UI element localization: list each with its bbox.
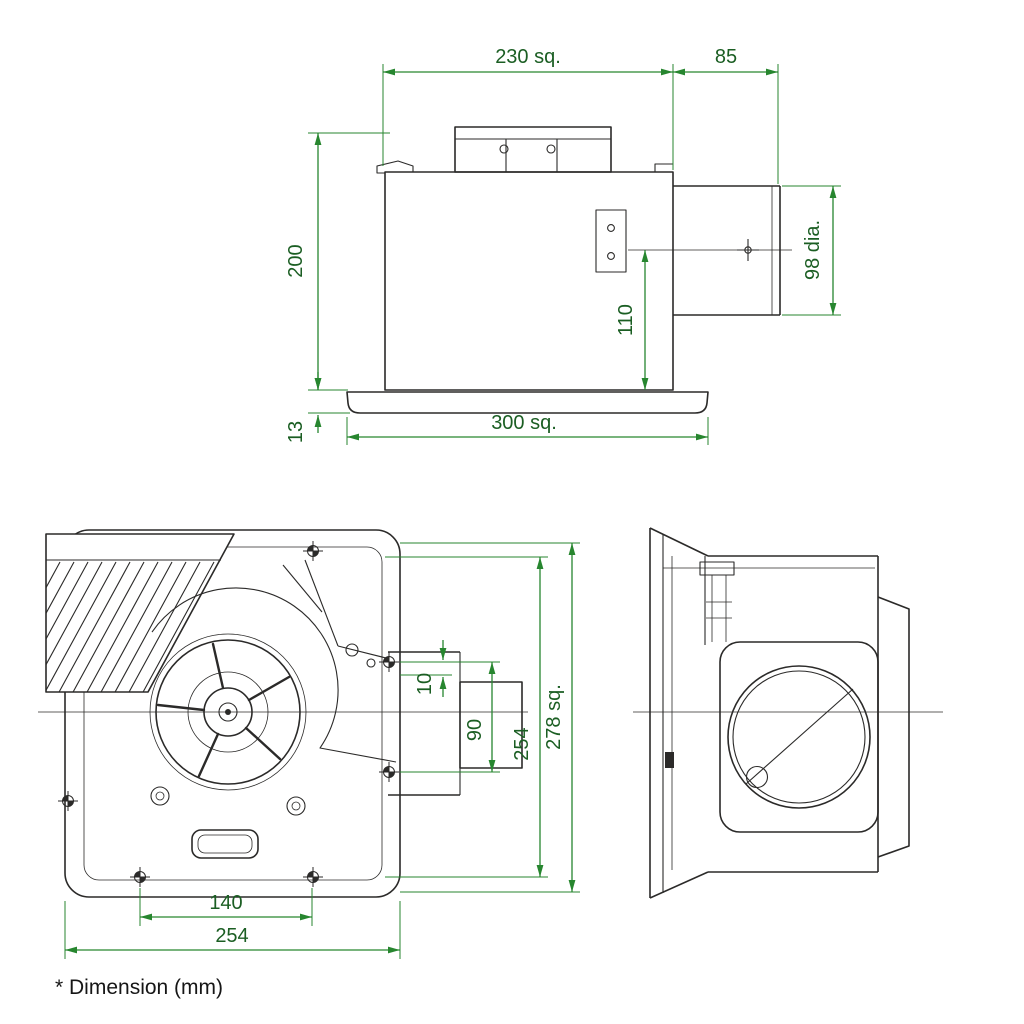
damper-blade <box>745 688 854 785</box>
mount-bracket-left <box>376 160 414 174</box>
mount-tab-right <box>654 163 673 172</box>
fan-housing-body <box>384 171 674 391</box>
damper-pivot <box>745 765 769 789</box>
position-mark-icon <box>129 866 151 888</box>
screw-icon <box>366 658 376 668</box>
dim-duct-diameter-label: 98 dia. <box>802 220 824 280</box>
plan-body-outline <box>64 529 401 898</box>
dim-overall-square-label: 278 sq. <box>543 684 565 750</box>
dim-body-width-label: 254 <box>215 925 248 947</box>
screw-boss <box>286 796 306 816</box>
latch-detail <box>665 752 674 768</box>
position-mark-icon <box>302 540 324 562</box>
duct-opening <box>719 641 879 833</box>
dim-body-depth-label: 254 <box>511 727 533 760</box>
screw-boss <box>150 786 170 806</box>
dimension-unit-note: * Dimension (mm) <box>55 976 224 999</box>
dim-height-label: 200 <box>285 244 307 277</box>
dim-top-width-label: 230 sq. <box>495 46 561 68</box>
junction-box <box>454 126 612 173</box>
duct-adapter <box>388 651 523 796</box>
side-view-dimensions: 230 sq. 85 200 13 300 sq. 110 98 dia. <box>285 46 841 445</box>
dim-duct-hole-pitch-label: 90 <box>464 719 486 741</box>
plan-view <box>38 529 528 898</box>
screw-icon <box>499 144 509 154</box>
plan-body-inner <box>83 546 383 881</box>
motor-mount-detail <box>699 561 735 642</box>
shutter-louver <box>45 533 235 693</box>
cable-knockout <box>191 829 259 859</box>
position-mark-icon <box>57 790 79 812</box>
dim-hole-offset-label: 10 <box>414 673 436 695</box>
side-view <box>346 126 792 414</box>
discharge-duct <box>673 185 781 316</box>
screw-icon <box>345 643 359 657</box>
side-panel <box>877 596 910 858</box>
position-mark-icon <box>302 866 324 888</box>
fan-scroll <box>151 559 397 763</box>
switch-plate <box>595 209 627 273</box>
dim-duct-length-label: 85 <box>715 46 737 68</box>
dim-flange-thickness-label: 13 <box>285 421 307 443</box>
dim-duct-center-label: 110 <box>615 304 637 336</box>
dim-flange-width-label: 300 sq. <box>491 412 557 434</box>
profile-view <box>633 527 943 899</box>
screw-icon <box>546 144 556 154</box>
plan-view-dimensions: 278 sq. 254 90 10 140 254 <box>64 542 580 959</box>
dim-mount-hole-pitch-label: 140 <box>209 892 242 914</box>
ceiling-flange <box>346 391 709 414</box>
